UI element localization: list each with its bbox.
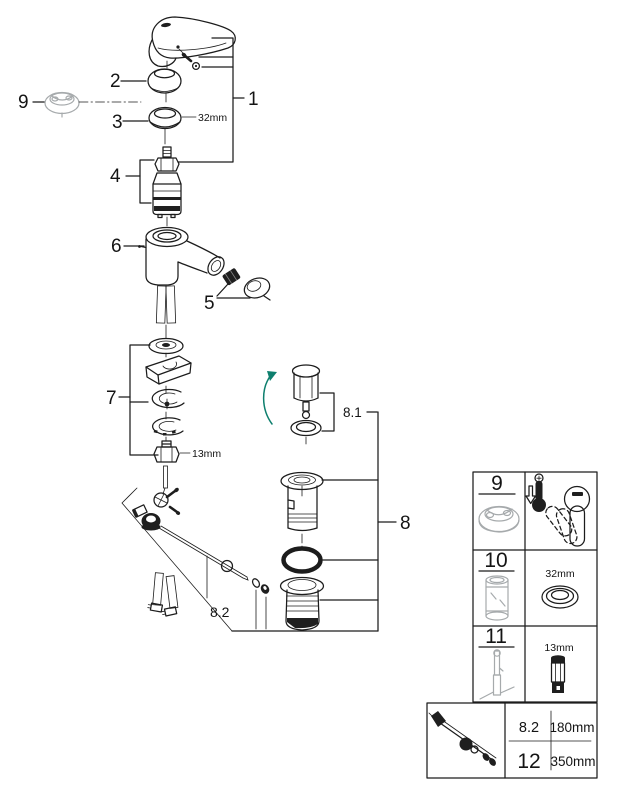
supply-hoses-drawing (155, 285, 177, 324)
callout-bracket-1 (177, 37, 245, 163)
drain-body-drawing (280, 471, 324, 532)
temperature-limiter-cap-drawing (44, 91, 80, 118)
aerator-drawing (222, 268, 241, 286)
table-rod-assembly-drawing (428, 711, 497, 766)
drain-oring-drawing (281, 546, 323, 574)
callout-7-label: 7 (106, 388, 117, 409)
cartridge-nut-drawing (154, 157, 180, 172)
callout-bracket-8 (319, 411, 397, 632)
table-bottom-len-a: 180mm (549, 720, 594, 735)
table-cartridge-sleeve-drawing (485, 575, 509, 621)
escutcheon-ring-drawing (148, 106, 182, 130)
callout-9-label: 9 (18, 92, 29, 113)
faucet-body-drawing (138, 226, 225, 286)
table-socket-tool-drawing (550, 655, 566, 693)
callout-1-label: 1 (248, 89, 259, 110)
lever-handle-drawing (148, 16, 236, 68)
callout-bracket-4 (125, 159, 155, 204)
drain-cup-drawing (279, 576, 325, 631)
table-bottom-ref-a: 8.2 (519, 720, 539, 736)
callout-bracket-8-1 (319, 392, 378, 432)
callout-4-label: 4 (110, 166, 121, 187)
mounting-cring-drawing (151, 388, 185, 410)
callout-8-2-label: 8.2 (210, 604, 230, 620)
dim-13mm-label: 13mm (192, 448, 221, 460)
temperature-reduce-icon (525, 473, 546, 512)
table-row9-ref: 9 (491, 472, 503, 495)
lever-rotate-icon (545, 485, 591, 547)
popup-plug-drawing (291, 364, 321, 420)
popup-lever-pin-drawing (131, 504, 148, 518)
table-row10-dim: 32mm (545, 568, 574, 580)
popup-grommet-drawing (141, 513, 161, 531)
callout-bracket-8-2 (121, 487, 379, 632)
table-row10-ref: 10 (484, 549, 507, 572)
mounting-nut-drawing (153, 440, 180, 463)
popup-rod-drawing (158, 525, 249, 581)
callout-bracket-5 (216, 283, 251, 299)
cartridge-stem-drawing (162, 146, 172, 158)
callout-bracket-7 (118, 344, 159, 456)
callout-2-label: 2 (110, 71, 121, 92)
callout-3-label: 3 (112, 112, 123, 133)
cartridge-drawing (152, 172, 182, 219)
dome-cap-drawing (147, 68, 182, 94)
callout-6-label: 6 (111, 236, 122, 257)
plug-seal-drawing (290, 419, 322, 437)
table-row11-ref: 11 (485, 625, 507, 648)
callout-8-1-label: 8.1 (343, 405, 362, 420)
callout-8-label: 8 (400, 513, 411, 534)
spout-end-drawing (243, 277, 271, 301)
table-bottom-len-b: 350mm (550, 754, 595, 769)
table-temperature-limiter-cap-drawing (478, 505, 520, 533)
supply-hoses-lower-drawing (147, 572, 179, 617)
callout-5-label: 5 (204, 293, 215, 314)
table-row11-dim: 13mm (544, 642, 573, 654)
dim-32mm-label: 32mm (198, 112, 227, 124)
parts-table (426, 471, 598, 779)
popup-lever-clamp-drawing (153, 487, 181, 515)
table-escutcheon-ring-drawing (541, 585, 579, 609)
rotation-arrow-icon (262, 371, 277, 425)
threaded-rod-drawing (163, 465, 168, 489)
table-bottom-ref-b: 12 (517, 750, 540, 773)
mounting-claw-drawing (152, 417, 184, 436)
mounting-wedge-drawing (145, 355, 192, 385)
mounting-washer-drawing (148, 337, 184, 355)
rod-seals-drawing (251, 578, 270, 594)
handle-screw-drawing (178, 48, 201, 71)
table-install-tool-drawing (479, 649, 515, 700)
